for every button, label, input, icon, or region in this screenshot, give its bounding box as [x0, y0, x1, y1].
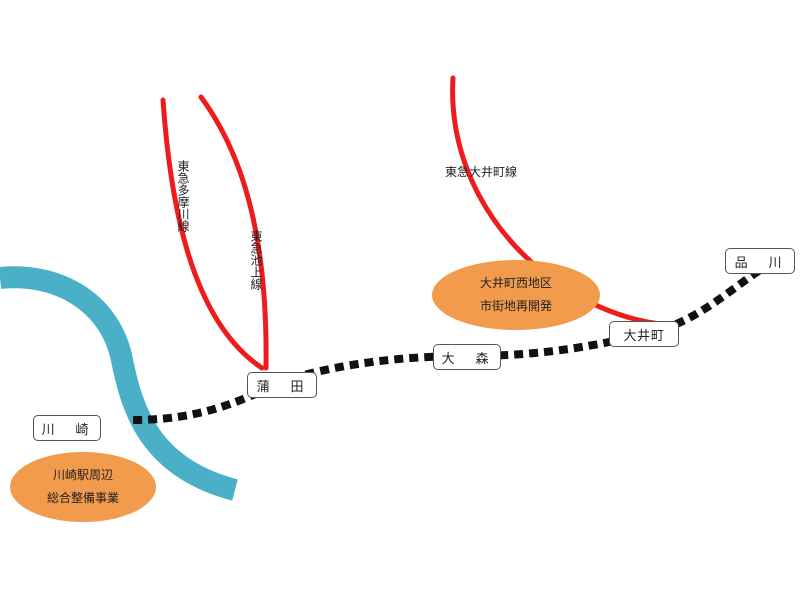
project-oimachi-west: 大井町西地区 市街地再開発: [432, 260, 600, 330]
project-kawasaki-station-line1: 川崎駅周辺: [52, 468, 113, 483]
station-shinagawa: 品 川: [725, 248, 795, 274]
station-oimachi: 大井町: [609, 321, 679, 347]
station-kawasaki: 川 崎: [33, 415, 101, 441]
tamagawa-line-label: 東急多摩川線: [176, 160, 190, 232]
ikegami-line-label: 東急池上線: [249, 230, 263, 290]
oimachi-line-label: 東急大井町線: [445, 165, 518, 179]
project-kawasaki-station-line2: 総合整備事業: [46, 491, 119, 505]
tamagawa-line: [160, 97, 265, 371]
ikegami-line: [198, 94, 269, 371]
project-oimachi-west-line2: 市街地再開発: [479, 299, 552, 313]
station-omori: 大 森: [433, 344, 501, 370]
river: [0, 266, 238, 501]
project-oimachi-west-line1: 大井町西地区: [479, 276, 552, 291]
project-kawasaki-station: 川崎駅周辺 総合整備事業: [10, 452, 156, 522]
station-kamata: 蒲 田: [247, 372, 317, 398]
